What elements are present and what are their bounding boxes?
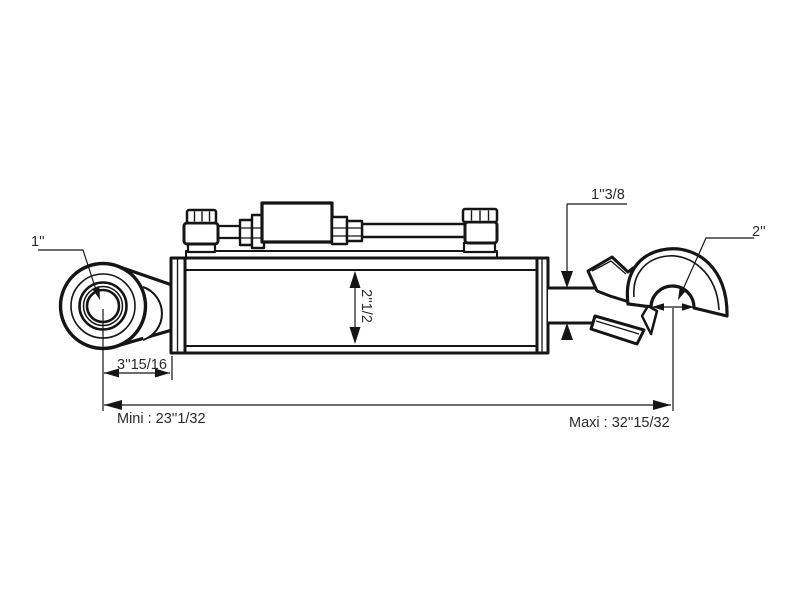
leader-hook-opening bbox=[679, 237, 754, 297]
arrow-overall-left bbox=[104, 400, 122, 410]
left-hex-flats bbox=[193, 211, 211, 222]
pipe-left bbox=[214, 224, 242, 240]
dim-label-max-length: Maxi : 32''15/32 bbox=[569, 415, 670, 431]
ball-socket-arc bbox=[142, 286, 163, 341]
dim-label-bore: 2''1/2 bbox=[358, 289, 374, 323]
arrow-overall-right bbox=[653, 400, 671, 410]
ball-eye-end bbox=[58, 261, 173, 351]
dim-eye-offset: 3''15/16 bbox=[102, 309, 173, 411]
dim-overall-length: Mini : 23''1/32 Maxi : 32''15/32 bbox=[104, 308, 674, 431]
dim-hook-opening: 2'' bbox=[652, 224, 766, 311]
left-elbow-fitting bbox=[182, 221, 220, 246]
rod-fill bbox=[548, 288, 598, 323]
right-elbow-fitting bbox=[463, 220, 499, 245]
dim-cylinder-bore: 2''1/2 bbox=[349, 271, 374, 344]
union-nut-4 bbox=[345, 219, 364, 243]
nut-flat-lines-left bbox=[240, 227, 264, 239]
cylinder-wall-lines bbox=[186, 269, 536, 347]
arrow-eye-offset-right bbox=[155, 368, 170, 378]
arrow-eye-offset-left bbox=[104, 368, 119, 378]
union-nut-1 bbox=[238, 218, 254, 247]
leader-rod-diameter bbox=[566, 203, 627, 272]
hook-latch bbox=[640, 304, 659, 336]
steel-tube bbox=[360, 222, 467, 239]
right-hex-flats bbox=[470, 210, 490, 221]
hook-prong-chamfer-line bbox=[591, 260, 627, 275]
cylinder-tube bbox=[183, 256, 539, 355]
cylinder-body bbox=[169, 256, 550, 355]
union-nut-3 bbox=[330, 215, 349, 246]
arrow-bore-bottom bbox=[349, 327, 361, 344]
hook-body bbox=[625, 247, 729, 318]
dim-eye-diameter: 1'' bbox=[31, 234, 100, 300]
valve-block bbox=[260, 201, 334, 244]
claw-hook-end bbox=[586, 247, 729, 346]
dim-label-rod-diameter: 1''3/8 bbox=[591, 187, 625, 203]
dim-label-min-length: Mini : 23''1/32 bbox=[117, 411, 206, 427]
dim-rod-diameter: 1''3/8 bbox=[561, 187, 627, 340]
leader-arrow-hook bbox=[678, 286, 687, 300]
dim-label-eye-diameter: 1'' bbox=[31, 234, 45, 250]
dim-label-hook-opening: 2'' bbox=[752, 224, 766, 240]
arrow-bore-top bbox=[349, 271, 361, 288]
arrow-mouth-right bbox=[682, 303, 694, 311]
arrow-rod-top bbox=[561, 271, 573, 288]
hose-assembly bbox=[182, 201, 499, 259]
arrow-mouth-left bbox=[652, 303, 664, 311]
hook-body-chamfer-arc bbox=[633, 255, 720, 311]
nut-flat-lines-right bbox=[332, 227, 362, 237]
hook-lower-jaw bbox=[589, 314, 646, 346]
leader-arrow-eye bbox=[92, 286, 100, 300]
hook-jaw-chamfer-line bbox=[595, 320, 640, 335]
leader-eye-diameter bbox=[38, 249, 98, 294]
dim-label-eye-offset: 3''15/16 bbox=[117, 357, 167, 373]
dimensions: 1'' 3''15/16 2''1/2 1''3/8 bbox=[31, 187, 766, 431]
piston-rod bbox=[548, 286, 599, 325]
arrow-rod-bottom bbox=[561, 323, 573, 340]
